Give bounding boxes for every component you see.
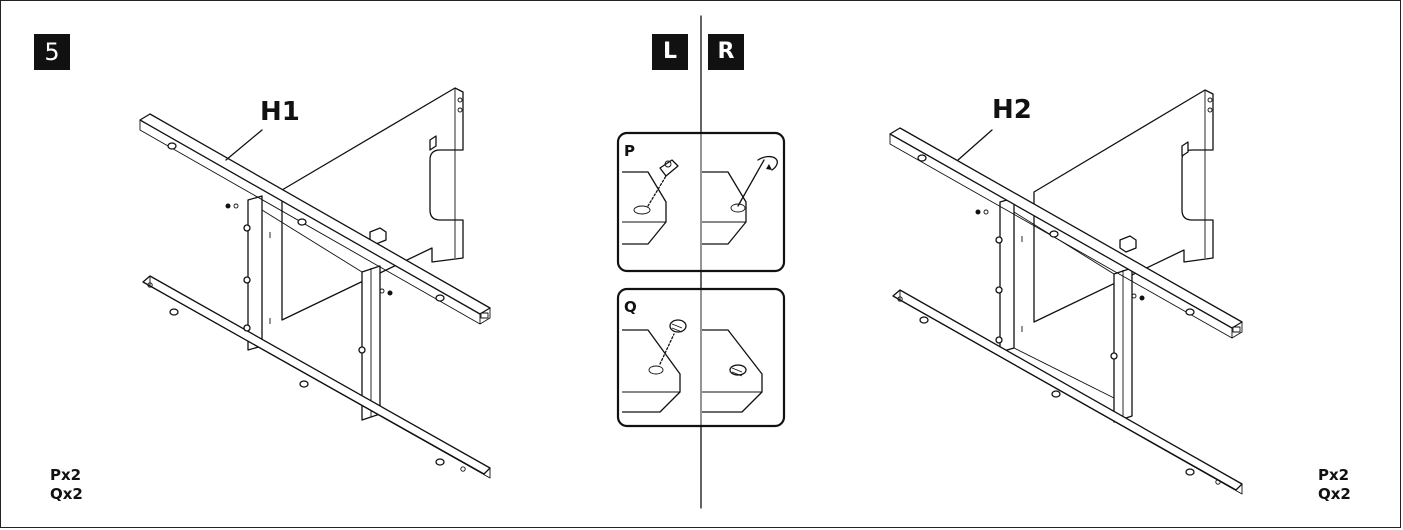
parts-count-q: Qx2: [50, 485, 83, 503]
cam-screws: [975, 209, 1145, 301]
left-back-panel: [281, 87, 464, 321]
right-back-panel: [1033, 89, 1214, 323]
cam-screws: [225, 203, 393, 296]
bracket-clip: [1119, 235, 1137, 253]
screwdriver-icon: [737, 159, 765, 207]
right-frame-drawing: [889, 89, 1243, 495]
cam-screw-icon: [659, 159, 679, 177]
bottom-rail: [892, 289, 1243, 491]
parts-count-p: Px2: [50, 466, 82, 484]
detail-box-p: [616, 131, 786, 273]
dowel-set: [917, 154, 1195, 476]
left-parts-count: Px2 Qx2: [50, 466, 83, 504]
left-frame-drawing: [139, 87, 491, 479]
right-side-badge: R: [708, 34, 744, 70]
step-number-badge: 5: [34, 34, 70, 70]
h1-leader-line: [225, 129, 263, 161]
right-parts-count: Px2 Qx2: [1318, 466, 1351, 504]
parts-count-p: Px2: [1318, 466, 1350, 484]
bracket-clip: [429, 135, 437, 151]
detail-label-p: P: [624, 142, 635, 160]
parts-count-q: Qx2: [1318, 485, 1351, 503]
bottom-rail: [142, 275, 491, 475]
left-post: [999, 197, 1015, 353]
h2-leader-line: [957, 129, 993, 161]
left-side-badge: L: [652, 34, 688, 70]
dowel-set: [167, 142, 445, 466]
rotate-arrow-icon: [757, 155, 778, 171]
part-label-h2: H2: [992, 95, 1032, 125]
detail-box-q: [616, 287, 786, 428]
bracket-clip: [1181, 141, 1189, 157]
part-label-h1: H1: [260, 97, 300, 127]
detail-label-q: Q: [624, 298, 637, 316]
